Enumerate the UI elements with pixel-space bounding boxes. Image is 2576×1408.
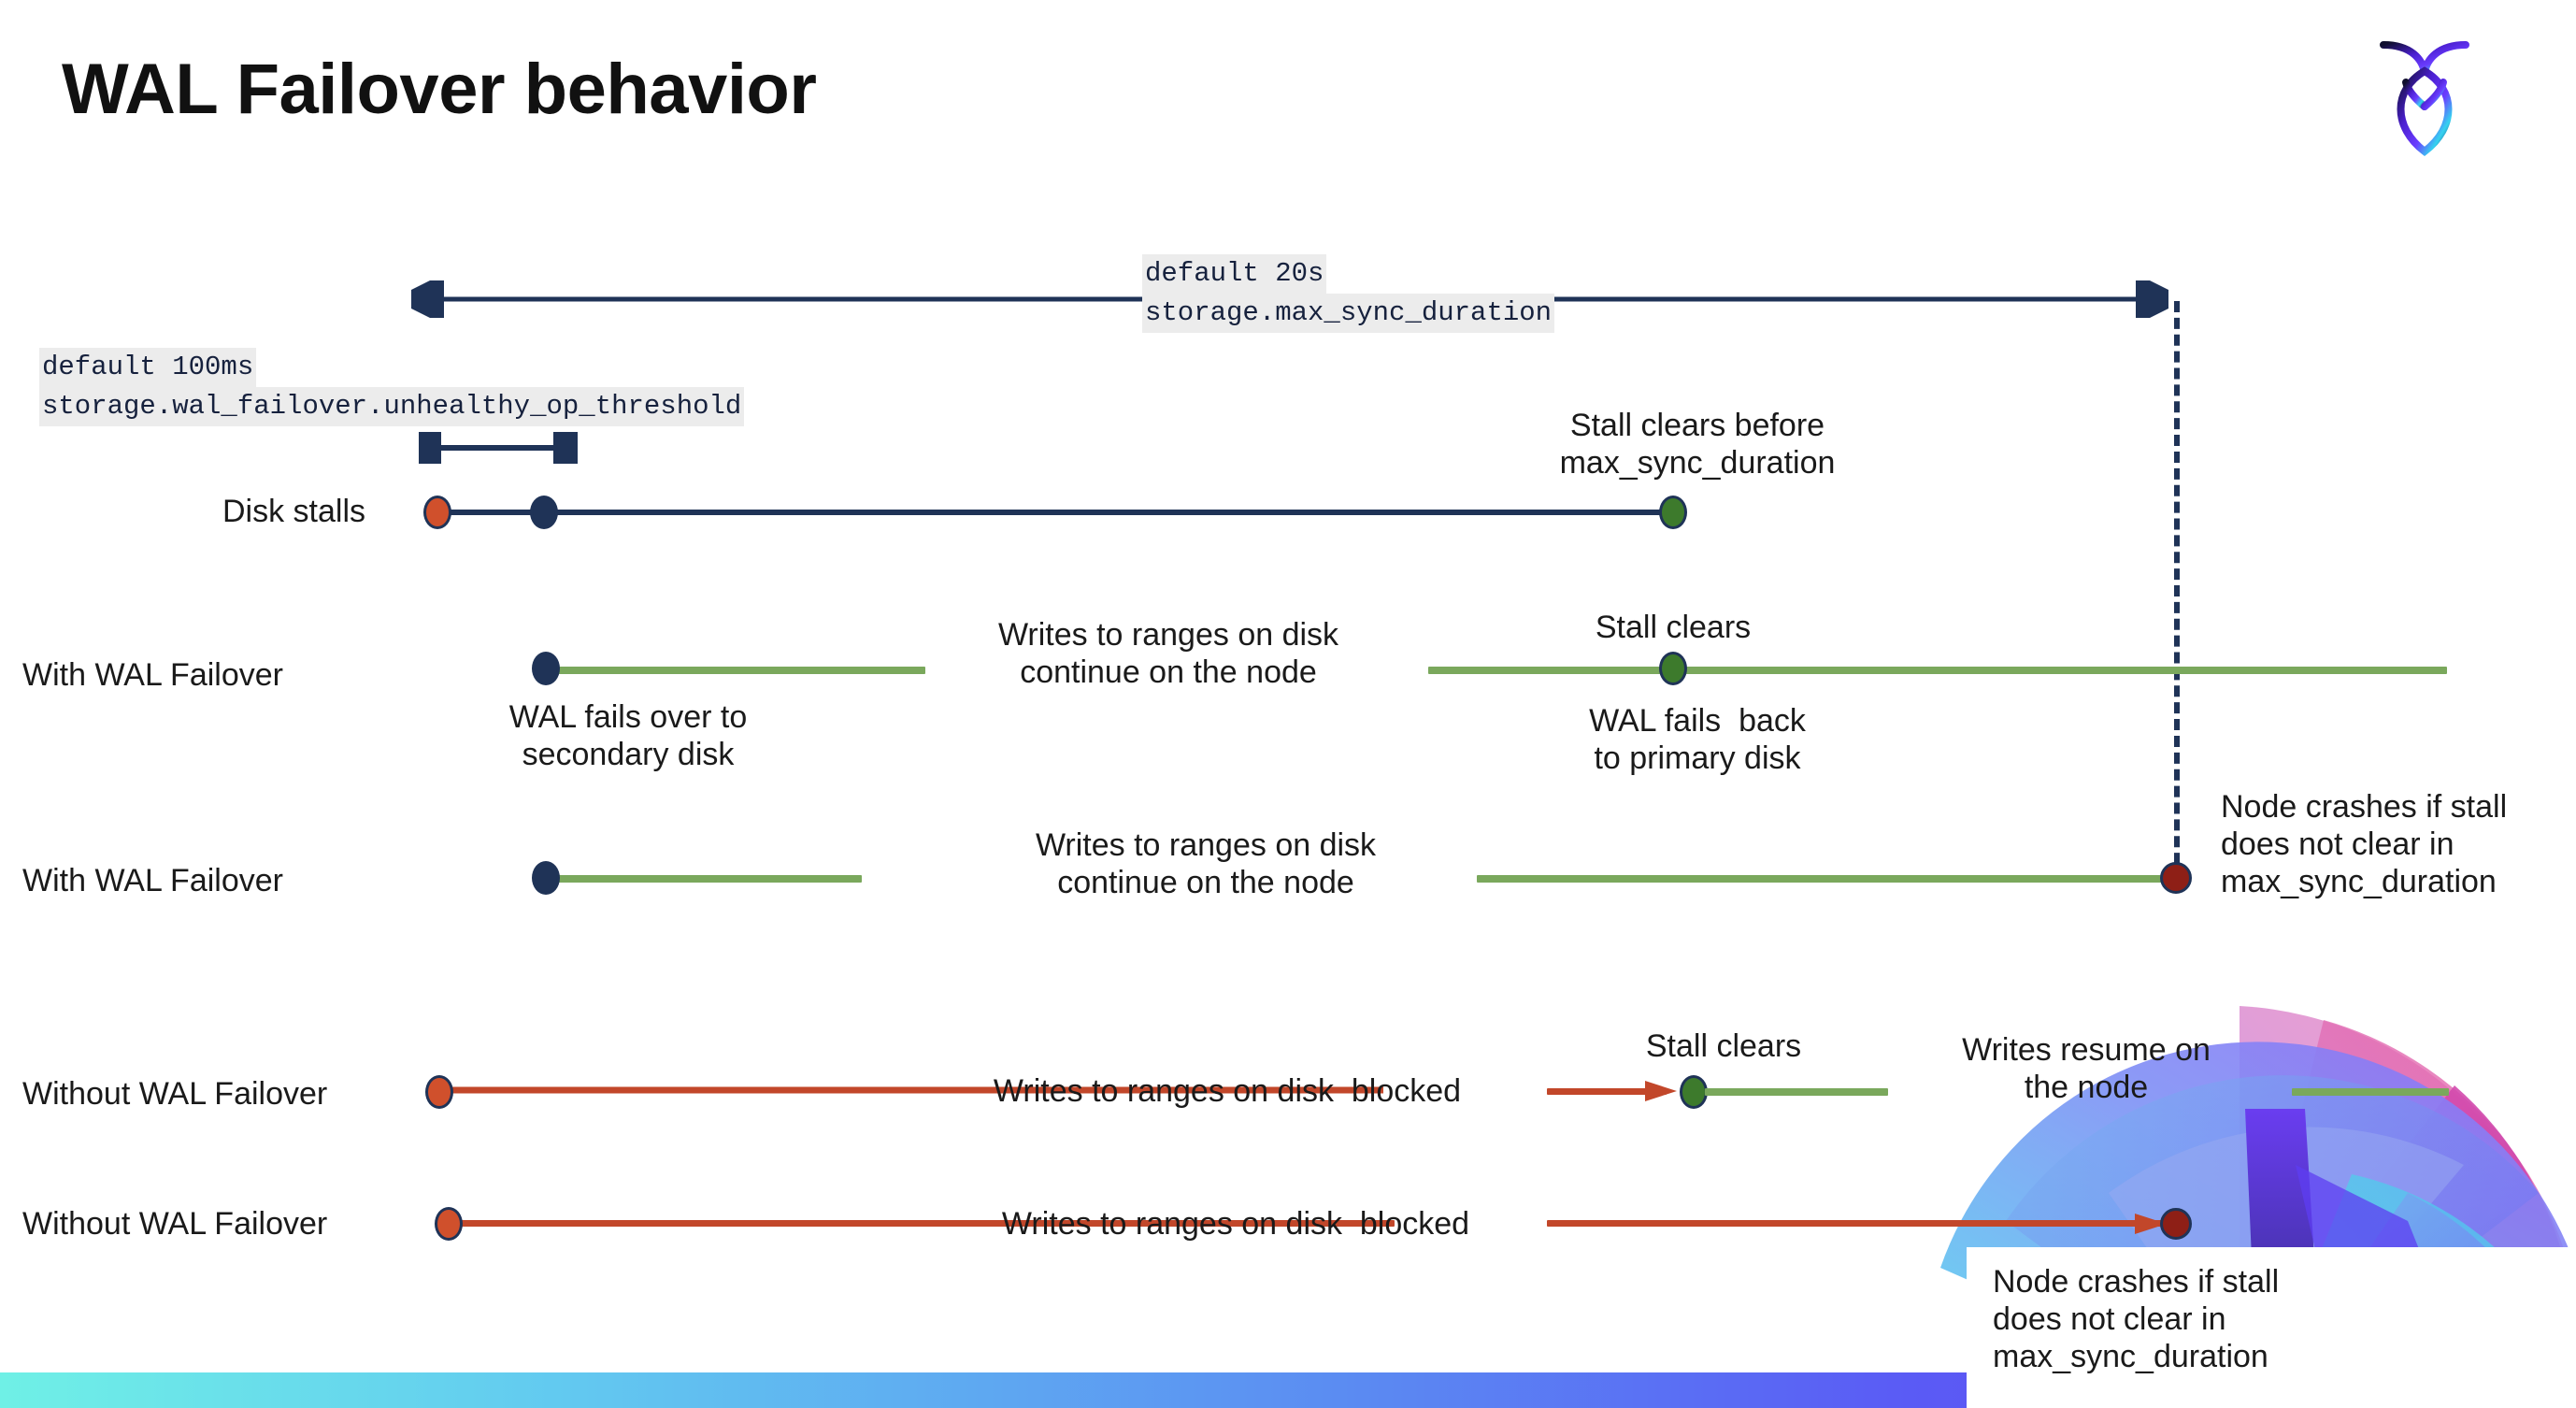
without-wal-failover-1-blocked-arrow [439,1086,1383,1094]
note-writes-continue-1: Writes to ranges on disk continue on the… [997,617,1339,690]
page-title: WAL Failover behavior [62,50,817,129]
note-writes-resume: Writes resume on the node [1962,1032,2211,1105]
disk-stall-begin-dot [423,496,451,529]
without-wal-failover-1-resume-segment [1705,1088,1888,1096]
wal-failover-start-dot-2 [532,861,560,895]
without-wal-failover-1-blocked-right [1547,1088,1667,1095]
unhealthy-setting-text: storage.wal_failover.unhealthy_op_thresh… [39,387,745,427]
without-wal-failover-2-blocked-right [1547,1220,2171,1227]
unhealthy-threshold-span-arrow [419,432,578,464]
note-writes-blocked-2: Writes to ranges on disk blocked [1001,1206,1470,1242]
cockroachdb-logo-icon [2368,28,2481,159]
note-stall-clears-2: Stall clears [1645,1028,1802,1064]
unhealthy-default-text: default 100ms [39,348,257,388]
wal-failover-start-dot-1 [532,652,560,685]
disk-stalls-threshold-dot [530,496,558,529]
without-wal-failover-1-resume-segment-far [2292,1088,2449,1096]
node-crash-dot-2 [2160,1208,2192,1240]
note-wal-fails-back: WAL fails back to primary disk [1589,703,1806,776]
max-sync-setting-text: storage.max_sync_duration [1142,294,1555,334]
without-wal-failover-2-start-dot [435,1207,463,1241]
without-wal-failover-2-arrowhead [2135,1214,2167,1234]
with-wal-failover-1-segment-right [1428,667,2447,674]
wal-failover-clear-dot-1 [1659,652,1687,685]
node-crash-dot-1 [2160,862,2192,894]
note-wal-fails-over: WAL fails over to secondary disk [508,699,748,772]
max-sync-duration-dashed-guide [2174,301,2180,881]
row-label-without-wal-failover-1: Without WAL Failover [22,1076,328,1112]
note-writes-continue-2: Writes to ranges on disk continue on the… [1035,827,1377,900]
note-stall-clears-before-max-sync: Stall clears before max_sync_duration [1559,408,1836,481]
row-label-with-wal-failover-2: With WAL Failover [22,863,283,898]
max-sync-default-text: default 20s [1142,254,1327,295]
with-wal-failover-1-segment-left [544,667,925,674]
without-wal-failover-1-start-dot [425,1075,453,1109]
node-crash-callout-box: Node crashes if stall does not clear in … [1967,1247,2576,1408]
note-stall-clears-1: Stall clears [1595,610,1752,645]
with-wal-failover-2-segment-right [1477,875,2180,883]
without-wal-failover-1-arrowhead [1645,1081,1677,1101]
without-wal-failover-2-blocked-left [449,1220,1395,1227]
note-node-crashes-2: Node crashes if stall does not clear in … [1993,1264,2280,1374]
without-wal-failover-1-clear-dot [1680,1075,1708,1109]
with-wal-failover-2-segment-left [544,875,862,883]
note-node-crashes-1: Node crashes if stall does not clear in … [2221,789,2508,899]
disk-stalls-timeline [436,510,1671,515]
row-label-with-wal-failover-1: With WAL Failover [22,657,283,693]
disk-stalls-clear-dot [1659,496,1687,529]
row-label-without-wal-failover-2: Without WAL Failover [22,1206,328,1242]
row-label-disk-stalls: Disk stalls [222,494,366,529]
note-writes-blocked-1: Writes to ranges on disk blocked [993,1073,1462,1109]
